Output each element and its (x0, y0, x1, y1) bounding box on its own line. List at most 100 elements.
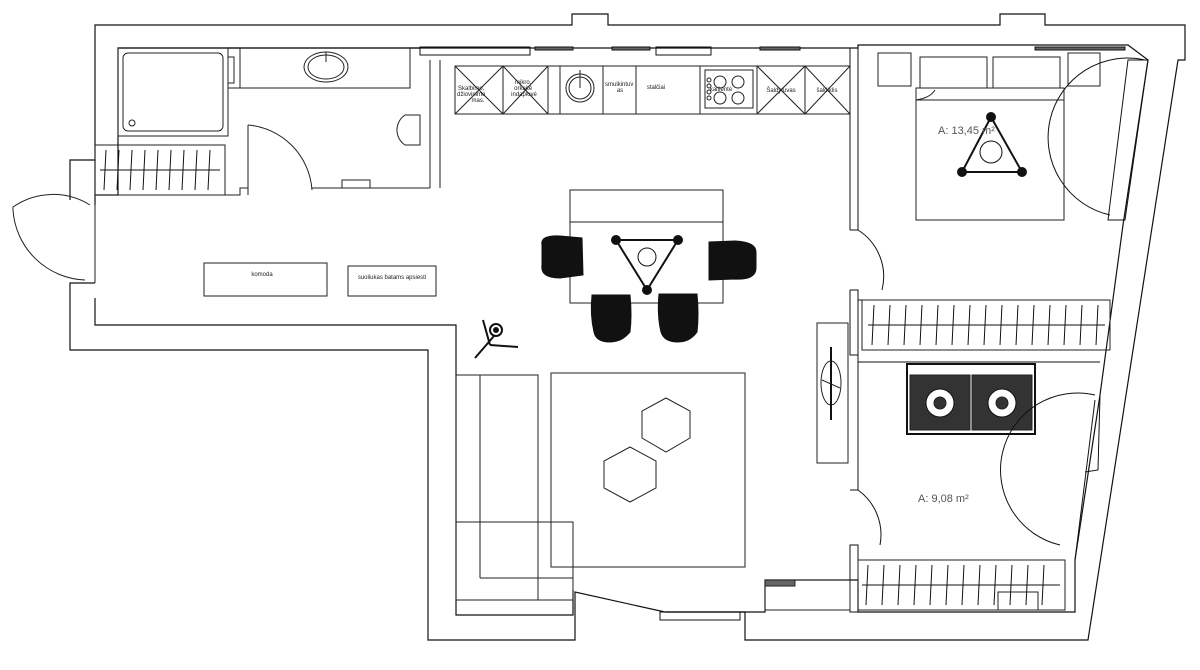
hanger (865, 564, 869, 606)
bedroom-1-area: A: 13,45 m² (938, 125, 995, 137)
fridge-label: Šaldytuvas (766, 87, 795, 94)
hanger (1079, 304, 1083, 346)
hanger (1063, 304, 1067, 346)
window-right-1 (1107, 59, 1149, 221)
shredder-label-2: as (617, 88, 623, 94)
washer-label-1: Skalbimo, (458, 86, 485, 92)
hanger (116, 149, 120, 191)
right-windows (1000, 57, 1149, 561)
stove-burner-4 (731, 91, 745, 105)
window-5 (759, 46, 801, 51)
dresser (203, 262, 328, 297)
hanger (897, 564, 901, 606)
bed-1 (915, 87, 1065, 221)
hanger (983, 304, 987, 346)
stove-label: kaitlentė (710, 87, 733, 93)
nightstand-1 (877, 52, 912, 87)
hanger (881, 564, 885, 606)
window-right-4 (1047, 57, 1146, 216)
window-4 (655, 46, 712, 56)
stove-burner-3 (713, 91, 727, 105)
windows-top (419, 46, 1126, 56)
micro-label-3: indaplovė (511, 92, 537, 98)
cross-2 (502, 65, 549, 115)
floor-lamp (474, 319, 519, 359)
hanger (168, 149, 172, 191)
bath-partition (228, 60, 441, 188)
bed-2-pattern (909, 374, 1033, 431)
micro-label-2: orkaitė (514, 86, 533, 92)
dining-set (541, 189, 757, 343)
tv-base (821, 379, 841, 389)
pendant-lamp-bed (957, 112, 1027, 177)
drawers-label: stalčiai (647, 85, 665, 91)
window-right-3 (1000, 392, 1096, 546)
hanger (913, 564, 917, 606)
cross-1 (454, 65, 504, 115)
door-threshold (341, 179, 371, 189)
wardrobe-2-cabinet (997, 591, 1039, 611)
hanger (935, 304, 939, 346)
cross-3 (756, 65, 806, 115)
dresser-label: komoda (251, 272, 273, 278)
hanger (1047, 304, 1051, 346)
svg-text:Skalbimo, džiovinimo: Skalbimo, džiovinimo mas. (457, 86, 487, 104)
bath-bottom-wall (118, 187, 430, 196)
pillow-2 (992, 56, 1061, 89)
bedroom-door-arc-1 (857, 229, 885, 291)
hanger (1031, 304, 1035, 346)
cross-4 (804, 65, 851, 115)
bath-door-arc (247, 124, 313, 191)
sofa (455, 374, 539, 601)
stove-knob-1 (706, 77, 712, 83)
shredder-label-1: smulkintuv (605, 82, 633, 88)
coffee-table-1 (641, 397, 691, 453)
stove-burner-2 (731, 75, 745, 89)
svg-text:mikro, orkaitė ind: mikro, orkaitė indaplovė (511, 80, 537, 98)
door-swing-arc (12, 193, 91, 281)
freezer-label: šaldiklis (816, 88, 837, 94)
bottom-window (659, 611, 741, 621)
hanger (977, 564, 981, 606)
shoe-bench-label: suoliukas batams apsiesti (358, 275, 426, 281)
bed-2 (906, 363, 1036, 435)
hanger (919, 304, 923, 346)
stove-knob-3 (706, 89, 712, 95)
hanger (961, 564, 965, 606)
hanger (929, 564, 933, 606)
hanger (181, 149, 185, 191)
hanger (903, 304, 907, 346)
pendant-lamp-dining (611, 235, 683, 295)
stove-knob-2 (706, 83, 712, 89)
cabinet-small-dark (764, 579, 796, 587)
outer-wall-line (69, 13, 1186, 641)
pillow-1 (919, 56, 988, 89)
entrance-door (12, 193, 96, 283)
wardrobe-1 (861, 299, 1111, 351)
hanger (1015, 304, 1019, 346)
hanger (1041, 564, 1045, 606)
partition-main (849, 48, 859, 613)
hanger (951, 304, 955, 346)
hanger (129, 149, 133, 191)
hanger (967, 304, 971, 346)
hanger (871, 304, 875, 346)
stove-knob-4 (706, 95, 712, 101)
hanger (207, 149, 211, 191)
hanger (999, 304, 1003, 346)
hanger (142, 149, 146, 191)
tv-unit (816, 322, 849, 464)
svg-text:smulkintuv as: smulkintuv as (605, 82, 635, 94)
bathtub (117, 47, 229, 137)
chair-bottom-right (657, 293, 699, 343)
chair-right (708, 240, 757, 281)
bedroom-1: A: 13,45 m² (861, 52, 1111, 351)
micro-label-1: mikro, (515, 80, 532, 86)
chair-bottom-left (590, 294, 632, 343)
bathroom (94, 47, 441, 196)
coffee-table-2 (603, 446, 657, 503)
hanger (1025, 564, 1029, 606)
hanger (103, 149, 107, 191)
rug (550, 372, 746, 568)
